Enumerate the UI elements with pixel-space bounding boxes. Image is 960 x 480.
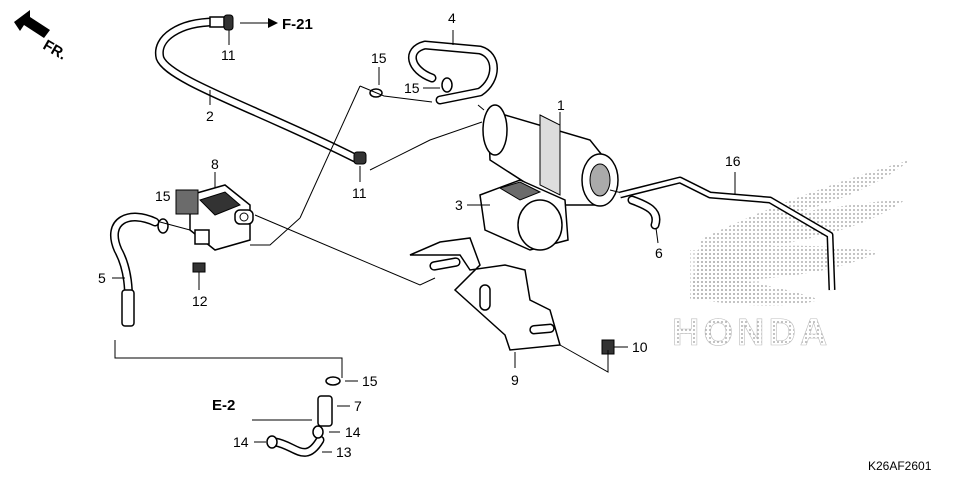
hose-5 [109,212,160,327]
solenoid-valve-8 [175,172,254,251]
callout-8: 8 [211,156,219,172]
clip-11-mid [353,151,367,182]
callout-7: 7 [354,398,362,414]
hose-6 [627,195,661,244]
ref-f21-label: F-21 [282,16,313,33]
callout-1: 1 [557,97,565,113]
hose-2 [154,16,360,163]
connection-lines [114,85,609,421]
tube-16 [619,172,836,291]
callout-15-hose: 15 [404,80,420,96]
callout-3: 3 [455,197,463,213]
callout-leaders [112,30,561,453]
clamp-14-right [312,425,324,439]
bracket-9 [409,237,561,368]
clip-11-top [223,14,234,45]
ref-e2: E-2 [212,397,235,414]
callout-15-bottom: 15 [362,373,378,389]
callout-11-mid: 11 [352,185,367,201]
callout-14-right: 14 [345,424,361,440]
clamp-15-upper [441,77,453,93]
callout-11-top: 11 [221,47,236,63]
ref-e2-label: E-2 [212,397,235,414]
callout-2: 2 [206,108,214,124]
callout-13: 13 [336,444,352,460]
callout-5: 5 [98,270,106,286]
callout-14-left: 14 [233,434,249,450]
hose-13 [270,435,325,457]
holder-3 [479,179,569,251]
callout-9: 9 [511,372,519,388]
callout-16: 16 [725,153,741,169]
callout-6: 6 [655,245,663,261]
canister-1 [477,104,631,207]
clamp-15-valve [157,218,169,234]
callout-15-valve: 15 [155,188,171,204]
front-label: FR. [40,37,69,64]
clamp-14-left [266,435,278,449]
front-direction-arrow: FR. [14,10,69,64]
honda-wing-watermark: HONDA [672,160,910,354]
ref-f21: F-21 [240,16,313,33]
callout-15-top: 15 [371,50,387,66]
drawing-code: K26AF2601 [868,459,932,473]
callout-4: 4 [448,10,456,26]
connector-7 [317,376,350,427]
bolt-10 [601,339,628,355]
honda-watermark-text: HONDA [672,312,831,354]
callout-10: 10 [632,339,648,355]
bolt-12 [192,262,206,290]
hose-4 [407,40,498,105]
callout-numbers: 1 2 3 4 5 6 7 8 9 10 11 11 12 13 14 14 1… [98,10,741,460]
callout-12: 12 [192,293,208,309]
